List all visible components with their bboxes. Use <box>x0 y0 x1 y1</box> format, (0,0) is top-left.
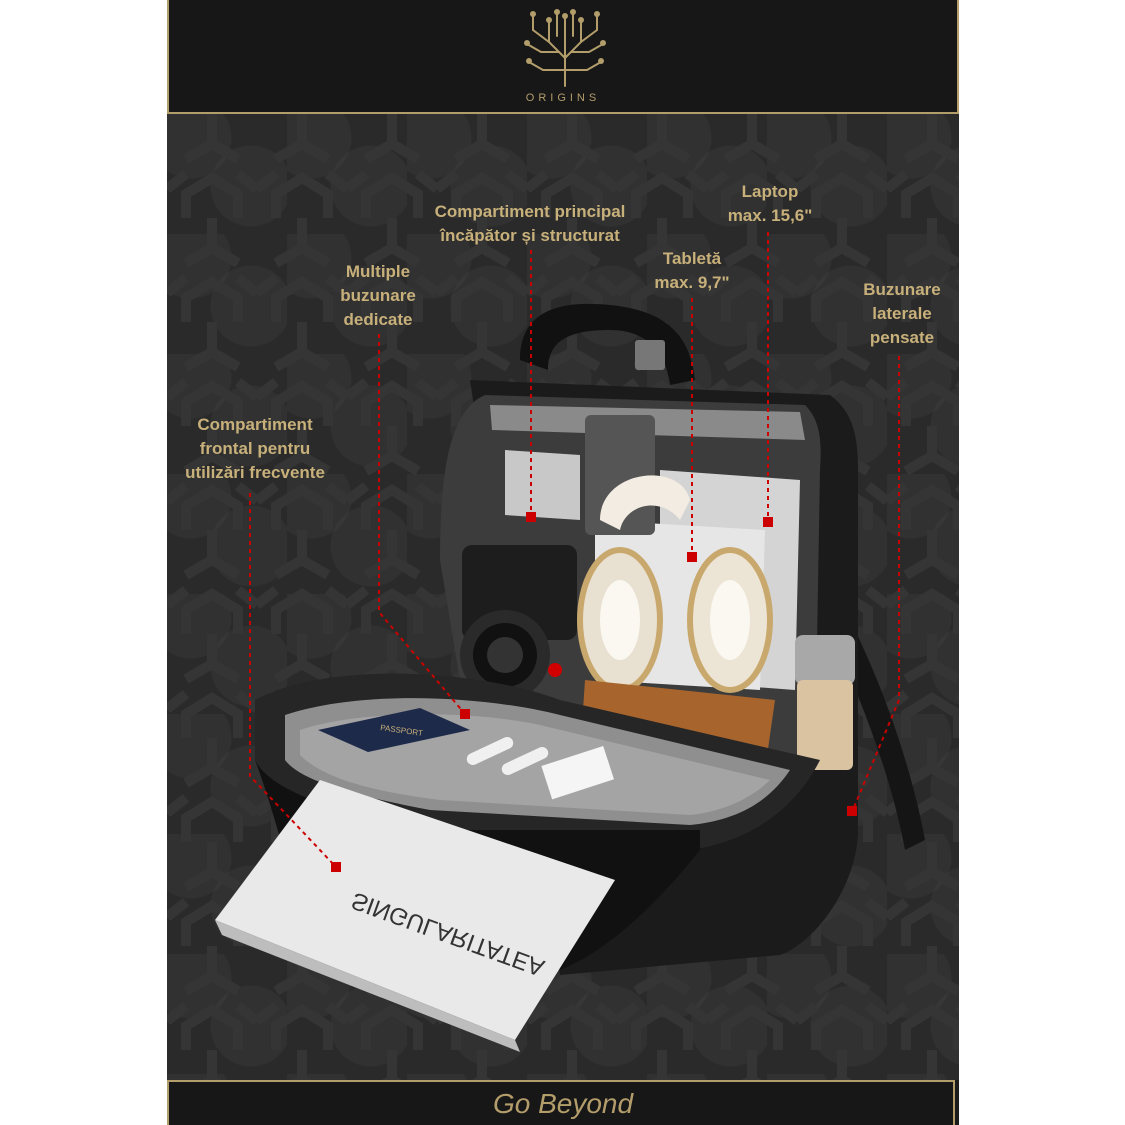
footer: Go Beyond <box>167 1080 955 1125</box>
callout-side-pockets: Buzunare laterale pensate <box>863 280 941 347</box>
tagline: Go Beyond <box>492 1088 634 1119</box>
brand-name: ORIGINS <box>525 92 601 104</box>
callout-laptop: Laptop max. 15,6" <box>727 182 813 225</box>
tree-logo-icon <box>524 9 606 87</box>
callout-front-compartment: Compartiment frontal pentru utilizări fr… <box>185 415 325 482</box>
header: ORIGINS <box>167 0 959 114</box>
callout-pockets: Multiple buzunare dedicate <box>340 262 416 329</box>
callout-tablet: Tabletă max. 9,7" <box>654 249 730 292</box>
callout-main-compartment: Compartiment principal încăpător și stru… <box>434 202 626 245</box>
